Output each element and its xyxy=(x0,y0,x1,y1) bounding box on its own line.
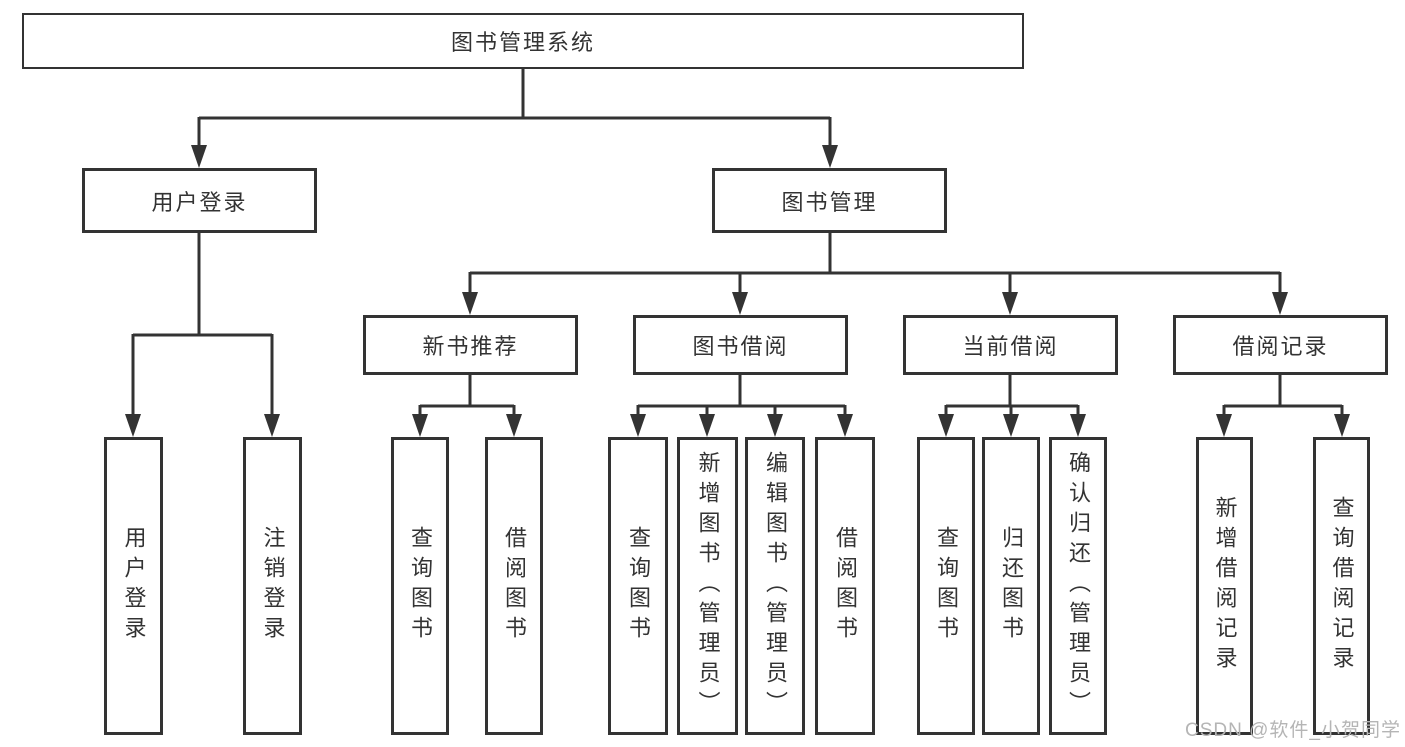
node-label: 新增图书（管理员） xyxy=(695,451,721,721)
connector-root-to-level2 xyxy=(197,69,832,150)
leaf-rec-query-borrow-record: 查询借阅记录 xyxy=(1313,437,1370,735)
connector-borrowing-to-leaves xyxy=(636,375,847,420)
node-book-borrowing: 图书借阅 xyxy=(633,315,848,375)
connector-book-mgmt-to-level3 xyxy=(468,233,1282,298)
node-label: 图书管理系统 xyxy=(450,30,595,55)
leaf-bb-add-books-admin: 新增图书（管理员） xyxy=(677,437,738,735)
leaf-cb-confirm-return-admin: 确认归还（管理员） xyxy=(1049,437,1107,735)
node-current-borrowing: 当前借阅 xyxy=(903,315,1118,375)
node-label: 确认归还（管理员） xyxy=(1066,451,1091,721)
leaf-nb-query-books: 查询图书 xyxy=(391,437,449,735)
node-label: 借阅图书 xyxy=(502,526,527,646)
node-book-management: 图书管理 xyxy=(712,168,947,233)
node-user-login: 用户登录 xyxy=(82,168,317,233)
node-label: 图书借阅 xyxy=(692,334,789,359)
connector-current-to-leaves xyxy=(944,375,1080,420)
leaf-bb-borrow-books: 借阅图书 xyxy=(815,437,875,735)
node-library-management-system: 图书管理系统 xyxy=(22,13,1024,69)
leaf-rec-add-borrow-record: 新增借阅记录 xyxy=(1196,437,1253,735)
leaf-cb-return-books: 归还图书 xyxy=(982,437,1040,735)
node-borrowing-records: 借阅记录 xyxy=(1173,315,1388,375)
leaf-logout: 注销登录 xyxy=(243,437,302,735)
leaf-cb-query-books: 查询图书 xyxy=(917,437,975,735)
node-label: 查询借阅记录 xyxy=(1329,496,1355,676)
arrowheads xyxy=(125,145,1350,437)
watermark: CSDN @软件_小贺同学 xyxy=(1185,720,1401,741)
node-label: 编辑图书（管理员） xyxy=(763,451,788,721)
connector-records-to-leaves xyxy=(1222,375,1344,420)
node-label: 注销登录 xyxy=(260,526,286,646)
node-label: 归还图书 xyxy=(999,526,1024,646)
node-label: 用户登录 xyxy=(151,189,248,215)
node-label: 借阅记录 xyxy=(1232,334,1329,359)
leaf-user-login: 用户登录 xyxy=(104,437,163,735)
connector-user-login-to-leaves xyxy=(131,233,274,420)
node-label: 新增借阅记录 xyxy=(1212,496,1238,676)
connector-new-book-to-leaves xyxy=(418,375,516,420)
leaf-nb-borrow-books: 借阅图书 xyxy=(485,437,543,735)
node-label: 查询图书 xyxy=(408,526,433,646)
leaf-bb-query-books: 查询图书 xyxy=(608,437,668,735)
node-new-book-recommend: 新书推荐 xyxy=(363,315,578,375)
node-label: 查询图书 xyxy=(934,526,959,646)
node-label: 查询图书 xyxy=(626,526,651,646)
leaf-bb-edit-books-admin: 编辑图书（管理员） xyxy=(745,437,805,735)
node-label: 当前借阅 xyxy=(962,334,1059,359)
node-label: 图书管理 xyxy=(781,189,878,215)
node-label: 用户登录 xyxy=(121,526,147,646)
node-label: 借阅图书 xyxy=(833,526,858,646)
node-label: 新书推荐 xyxy=(422,334,519,359)
